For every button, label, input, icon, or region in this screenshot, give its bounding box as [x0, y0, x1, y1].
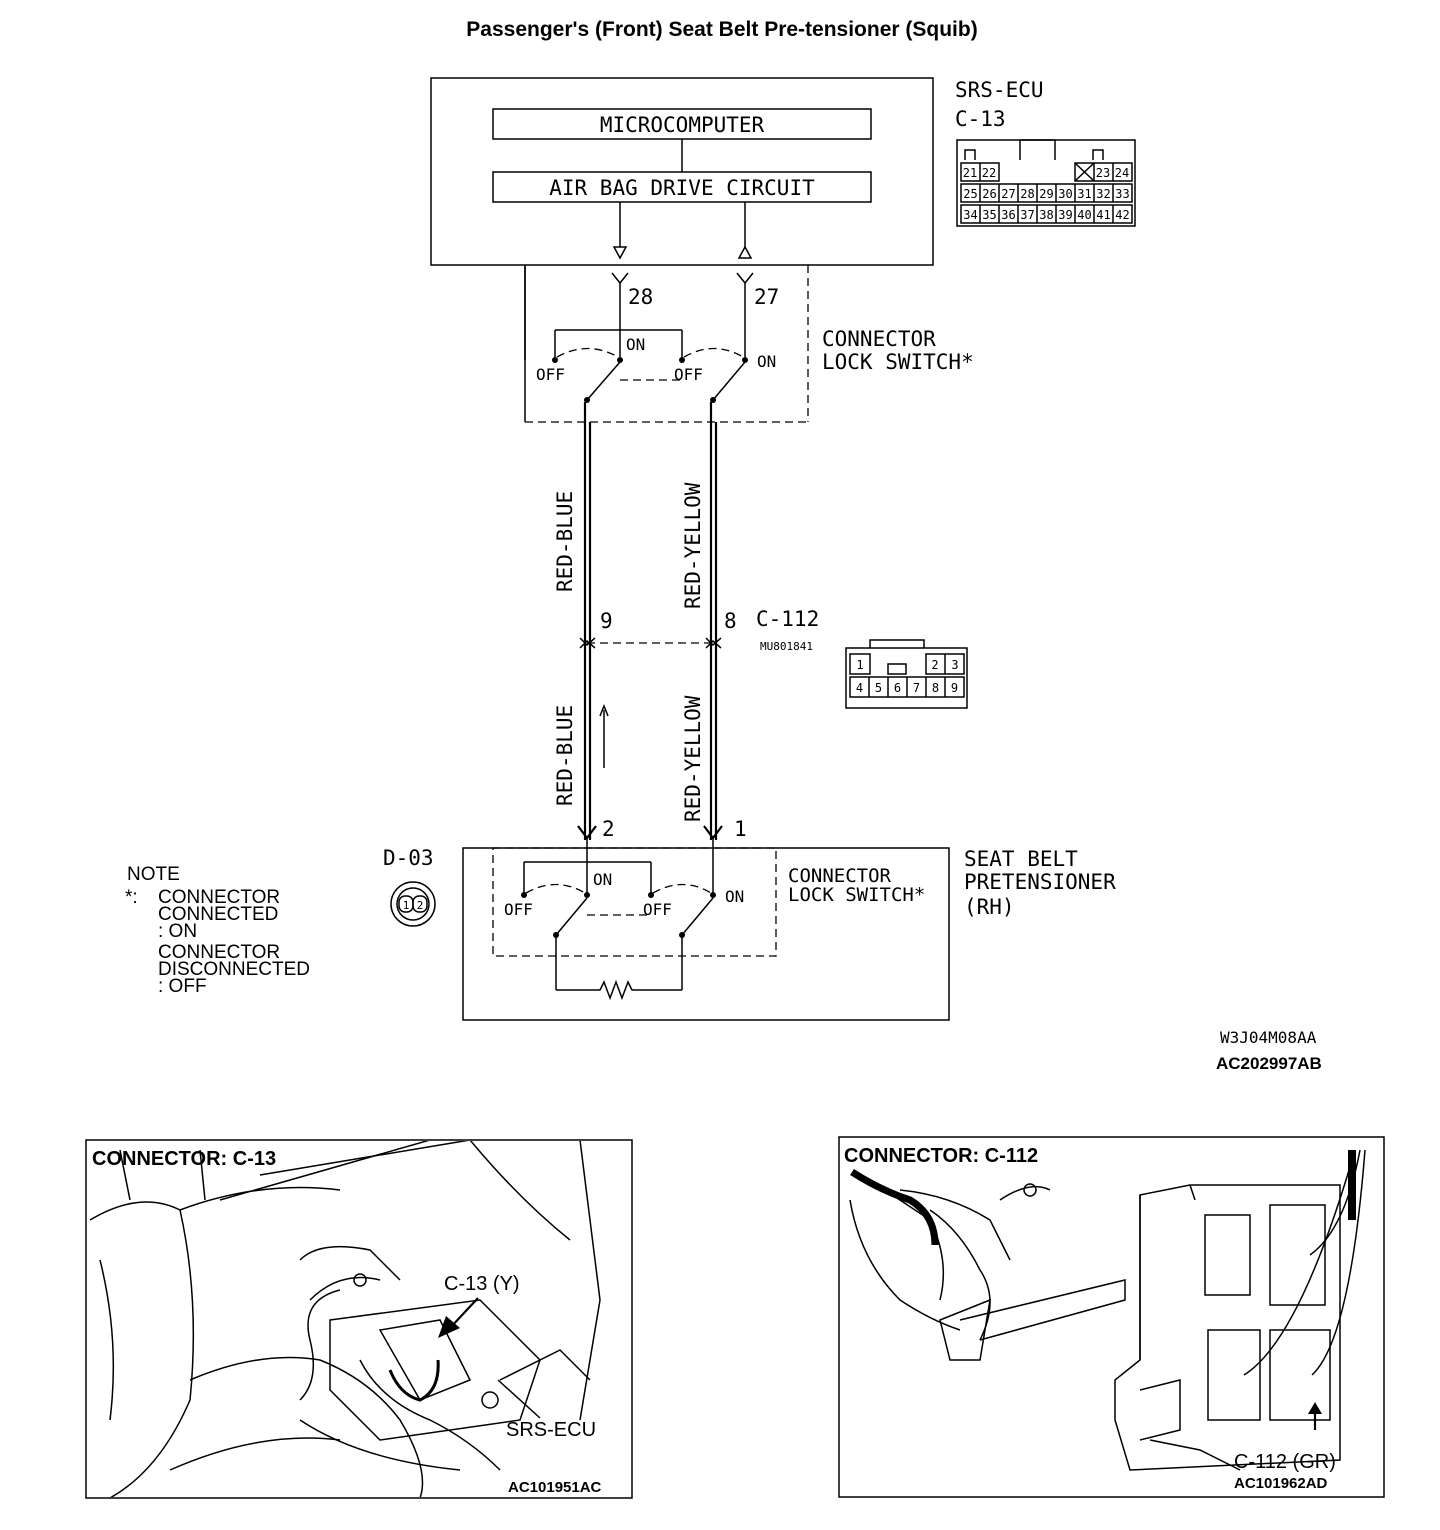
connector-pin: 5 [875, 681, 882, 695]
note-block: NOTE *: CONNECTOR CONNECTED : ON CONNECT… [125, 864, 310, 997]
ecu-name: SRS-ECU [955, 78, 1044, 102]
terminal-1: 1 [734, 817, 747, 841]
d03-connector-face: 1 2 [390, 881, 436, 927]
terminal-9: 9 [600, 609, 613, 633]
photo-left-title: CONNECTOR: C-13 [92, 1148, 276, 1170]
connector-pin: 35 [982, 208, 996, 222]
ecu-connector-id: C-13 [955, 107, 1006, 131]
note-heading: NOTE [127, 864, 180, 885]
switch-off-label: OFF [643, 900, 672, 919]
connector-pin: 38 [1039, 208, 1053, 222]
ecu-lock-switch: ON OFF OFF ON 28 27 [524, 265, 809, 423]
switch-on-label: ON [593, 870, 612, 889]
callout-arrow-icon [438, 1316, 460, 1338]
note-line: CONNECTOR [158, 887, 280, 908]
pt-lock-switch-label-1: CONNECTOR [788, 865, 892, 887]
photo-right-title: CONNECTOR: C-112 [844, 1145, 1038, 1167]
note-line: DISCONNECTED [158, 959, 310, 980]
note-line: CONNECTED [158, 904, 278, 925]
callout-arrow-icon [1308, 1402, 1322, 1414]
switch-off-label: OFF [536, 365, 565, 384]
wire-color-right-upper: RED-YELLOW [681, 482, 705, 609]
squib-resistor-icon [556, 979, 682, 1001]
connector-pin: 29 [1039, 187, 1053, 201]
lock-switch-label-2: LOCK SWITCH* [822, 350, 974, 374]
pretensioner-label-2: PRETENSIONER [964, 870, 1116, 894]
c13-pin: 22 [982, 166, 996, 180]
photo-left-callout-ecu: SRS-ECU [506, 1419, 596, 1441]
switch-on-label: ON [725, 887, 744, 906]
terminal-27: 27 [754, 285, 779, 309]
page-title: Passenger's (Front) Seat Belt Pre-tensio… [466, 18, 977, 41]
microcomputer-label: MICROCOMPUTER [600, 113, 765, 137]
connector-pin: 7 [913, 681, 920, 695]
d03-pin: 1 [403, 899, 410, 912]
pretensioner-block: ON OFF OFF ON [462, 838, 950, 1021]
wire-color-left-upper: RED-BLUE [553, 491, 577, 592]
lock-switch-label-1: CONNECTOR [822, 327, 936, 351]
terminal-8: 8 [724, 609, 737, 633]
c13-pin: 24 [1115, 166, 1129, 180]
connector-pin: 28 [1020, 187, 1034, 201]
diagram-code: W3J04M08AA [1220, 1028, 1317, 1047]
connector-pin: 4 [856, 681, 863, 695]
connector-pin: 8 [932, 681, 939, 695]
c112-pin: 1 [856, 658, 863, 672]
pretensioner-label-1: SEAT BELT [964, 847, 1078, 871]
d03-name: D-03 [383, 846, 434, 870]
wire-color-left-lower: RED-BLUE [553, 705, 577, 806]
note-line: : OFF [158, 976, 207, 997]
pt-lock-switch-label-2: LOCK SWITCH* [788, 884, 925, 906]
connector-pin: 27 [1001, 187, 1015, 201]
connector-pin: 9 [951, 681, 958, 695]
input-arrow-icon [737, 245, 753, 259]
air-bag-drive-circuit-label: AIR BAG DRIVE CIRCUIT [549, 176, 815, 200]
c112-pin: 3 [951, 658, 958, 672]
note-line: CONNECTOR [158, 942, 280, 963]
photo-right-code: AC101962AD [1234, 1475, 1328, 1492]
connector-pin: 40 [1077, 208, 1091, 222]
connector-pin: 42 [1115, 208, 1129, 222]
connector-pin: 30 [1058, 187, 1072, 201]
note-mark: *: [125, 887, 138, 908]
connector-pin: 33 [1115, 187, 1129, 201]
connector-pin: 26 [982, 187, 996, 201]
photo-panel-c13: CONNECTOR: C-13 C-13 (Y) SRS-ECU AC10195… [85, 1139, 633, 1499]
c112-part-number: MU801841 [760, 640, 813, 653]
c112-pin: 2 [931, 658, 938, 672]
c13-pin: 21 [963, 166, 977, 180]
connector-pin: 36 [1001, 208, 1015, 222]
connector-pin: 34 [963, 208, 977, 222]
photo-right-callout: C-112 (GR) [1234, 1451, 1336, 1473]
connector-pin: 6 [894, 681, 901, 695]
switch-on-label: ON [626, 335, 645, 354]
terminal-2: 2 [602, 817, 615, 841]
connector-pin: 39 [1058, 208, 1072, 222]
figure-code: AC202997AB [1216, 1054, 1322, 1073]
srs-ecu-block: MICROCOMPUTER AIR BAG DRIVE CIRCUIT [430, 77, 934, 266]
switch-off-label: OFF [504, 900, 533, 919]
switch-on-label: ON [757, 352, 776, 371]
switch-off-label: OFF [674, 365, 703, 384]
pretensioner-label-3: (RH) [964, 895, 1015, 919]
c13-pin: 23 [1096, 166, 1110, 180]
note-line: : ON [158, 921, 197, 942]
photo-panel-c112: CONNECTOR: C-112 C-112 (GR) AC101962AD [838, 1136, 1385, 1498]
connector-pin: 31 [1077, 187, 1091, 201]
terminal-28: 28 [628, 285, 653, 309]
photo-left-callout-c13: C-13 (Y) [444, 1273, 520, 1295]
c112-name: C-112 [756, 607, 819, 631]
connector-pin: 37 [1020, 208, 1034, 222]
connector-pin: 32 [1096, 187, 1110, 201]
connector-pin: 41 [1096, 208, 1110, 222]
connector-pin: 25 [963, 187, 977, 201]
c13-connector-face: 21 22 23 24 25 26 27 28 29 30 31 32 33 34 35 36 37 3… [956, 139, 1136, 227]
output-arrow-icon [612, 246, 628, 260]
wire-color-right-lower: RED-YELLOW [681, 695, 705, 822]
photo-left-code: AC101951AC [508, 1479, 602, 1496]
d03-pin: 2 [417, 899, 424, 912]
